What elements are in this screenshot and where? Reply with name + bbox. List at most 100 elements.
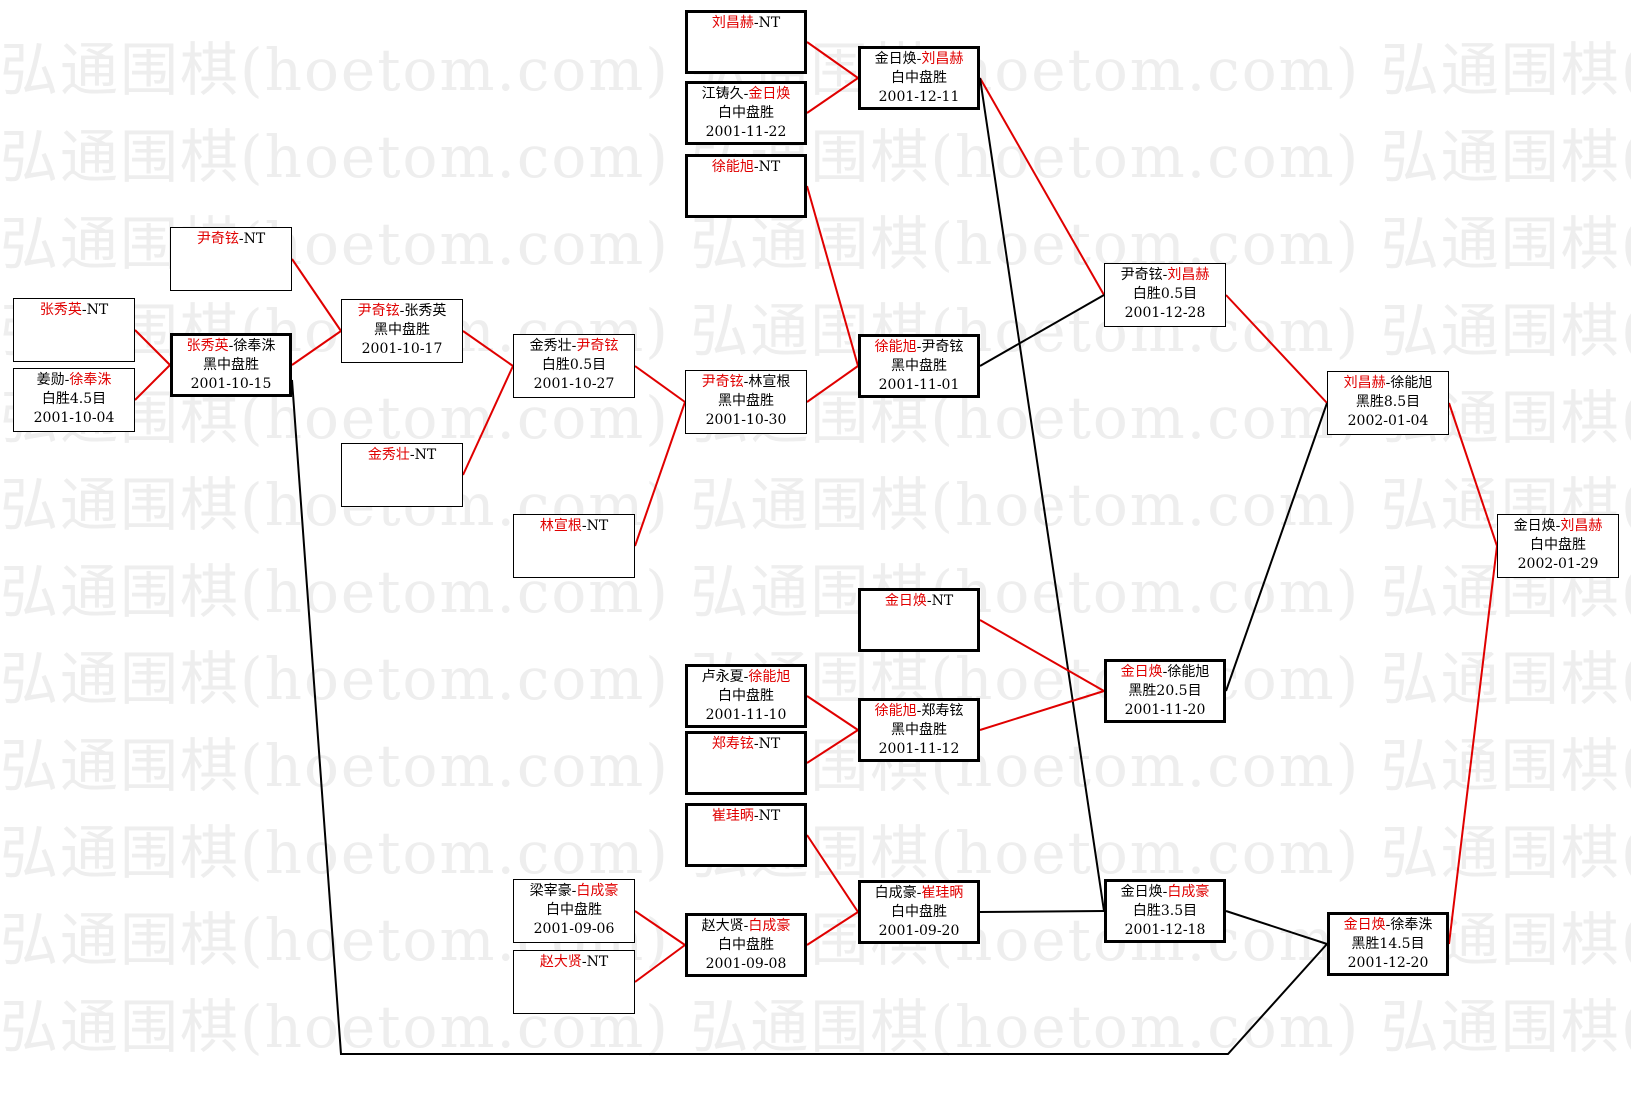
player-separator: - — [238, 231, 244, 247]
match-result: 白中盘胜 — [1530, 537, 1586, 553]
winner-edge — [462, 330, 514, 367]
player-name: 白成豪 — [1167, 884, 1210, 900]
player-name: 刘昌赫 — [1560, 518, 1603, 534]
player-separator: - — [743, 669, 749, 685]
player-separator: - — [581, 954, 587, 970]
match-result: 黑中盘胜 — [203, 357, 259, 373]
player-name: 卢永夏 — [701, 669, 744, 685]
player-name: 张秀英 — [186, 338, 229, 354]
match-players: 徐能旭-尹奇铉 — [861, 338, 977, 357]
player-name: 赵大贤 — [539, 954, 582, 970]
match-players: 刘昌赫-NT — [688, 14, 804, 33]
winner-edge — [979, 77, 1105, 296]
winner-edge — [634, 401, 686, 547]
player-separator: - — [916, 885, 922, 901]
player-separator: - — [1555, 518, 1561, 534]
match-players: 尹奇铉-林宣根 — [686, 373, 806, 392]
player-name: 刘昌赫 — [1343, 375, 1386, 391]
match-result: 白中盘胜 — [891, 904, 947, 920]
player-name: NT — [758, 15, 781, 31]
player-name: 崔珪昞 — [711, 808, 754, 824]
winner-edge — [462, 365, 514, 476]
player-name: NT — [931, 593, 954, 609]
winner-edge — [979, 690, 1105, 731]
match-players: 张秀英-NT — [14, 301, 134, 320]
player-name: 张秀英 — [39, 302, 82, 318]
match-date: 2001-11-20 — [1124, 702, 1206, 718]
player-name: 金日焕 — [874, 51, 917, 67]
player-name: 金日焕 — [884, 593, 927, 609]
player-separator: - — [753, 736, 759, 752]
match-date: 2001-09-06 — [533, 921, 615, 937]
player-name: 徐奉洙 — [233, 338, 276, 354]
match-node: 崔珪昞-NT — [685, 803, 807, 867]
winner-edge — [634, 365, 686, 403]
match-players: 卢永夏-徐能旭 — [688, 668, 804, 687]
match-node: 林宣根-NT — [513, 514, 635, 578]
player-separator: - — [916, 51, 922, 67]
player-separator: - — [571, 883, 577, 899]
player-separator: - — [1162, 884, 1168, 900]
match-players: 崔珪昞-NT — [688, 807, 804, 826]
player-name: 张秀英 — [404, 303, 447, 319]
match-date: 2001-10-27 — [533, 376, 615, 392]
loser-edge — [291, 379, 1328, 1055]
player-name: 江铸久 — [701, 86, 744, 102]
loser-edge — [979, 910, 1105, 913]
player-name: NT — [758, 159, 781, 175]
match-date: 2001-10-30 — [705, 412, 787, 428]
player-separator: - — [753, 159, 759, 175]
match-players: 姜勋-徐奉洙 — [14, 371, 134, 390]
match-date: 2001-10-17 — [361, 341, 443, 357]
match-date: 2001-12-20 — [1347, 955, 1429, 971]
player-name: 白成豪 — [874, 885, 917, 901]
match-date: 2001-10-04 — [33, 410, 115, 426]
player-name: 徐能旭 — [1167, 664, 1210, 680]
match-players: 金日焕-徐奉洙 — [1330, 916, 1446, 935]
winner-edge — [979, 619, 1105, 692]
player-name: 姜勋 — [36, 372, 65, 388]
match-date: 2001-11-01 — [878, 377, 960, 393]
winner-edge — [1448, 402, 1498, 547]
match-players: 金日焕-NT — [861, 592, 977, 611]
match-result: 白中盘胜 — [718, 937, 774, 953]
match-players: 白成豪-崔珪昞 — [861, 884, 977, 903]
match-result: 白中盘胜 — [891, 70, 947, 86]
match-players: 金日焕-刘昌赫 — [861, 50, 977, 69]
player-separator: - — [64, 372, 70, 388]
player-name: NT — [414, 447, 437, 463]
match-node: 张秀英-NT — [13, 298, 135, 362]
match-players: 徐能旭-NT — [688, 158, 804, 177]
player-name: 徐能旭 — [1390, 375, 1433, 391]
player-name: 尹奇铉 — [196, 231, 239, 247]
match-players: 徐能旭-郑寿铉 — [861, 702, 977, 721]
match-result: 黑中盘胜 — [718, 393, 774, 409]
match-result: 白胜3.5目 — [1132, 903, 1198, 919]
match-date: 2001-11-12 — [878, 741, 960, 757]
winner-edge — [1448, 545, 1498, 945]
player-name: 白成豪 — [748, 918, 791, 934]
match-node: 徐能旭-NT — [685, 154, 807, 218]
match-players: 金秀壮-NT — [342, 446, 462, 465]
winner-edge — [634, 944, 686, 983]
match-result: 黑胜14.5目 — [1351, 936, 1425, 952]
match-node: 金日焕-NT — [858, 588, 980, 652]
player-name: 徐奉洙 — [1390, 917, 1433, 933]
player-name: 赵大贤 — [701, 918, 744, 934]
player-name: 尹奇铉 — [701, 374, 744, 390]
match-result: 白中盘胜 — [718, 688, 774, 704]
match-result: 黑胜8.5目 — [1355, 394, 1421, 410]
winner-edge — [1225, 294, 1328, 404]
player-name: 金日焕 — [1513, 518, 1556, 534]
